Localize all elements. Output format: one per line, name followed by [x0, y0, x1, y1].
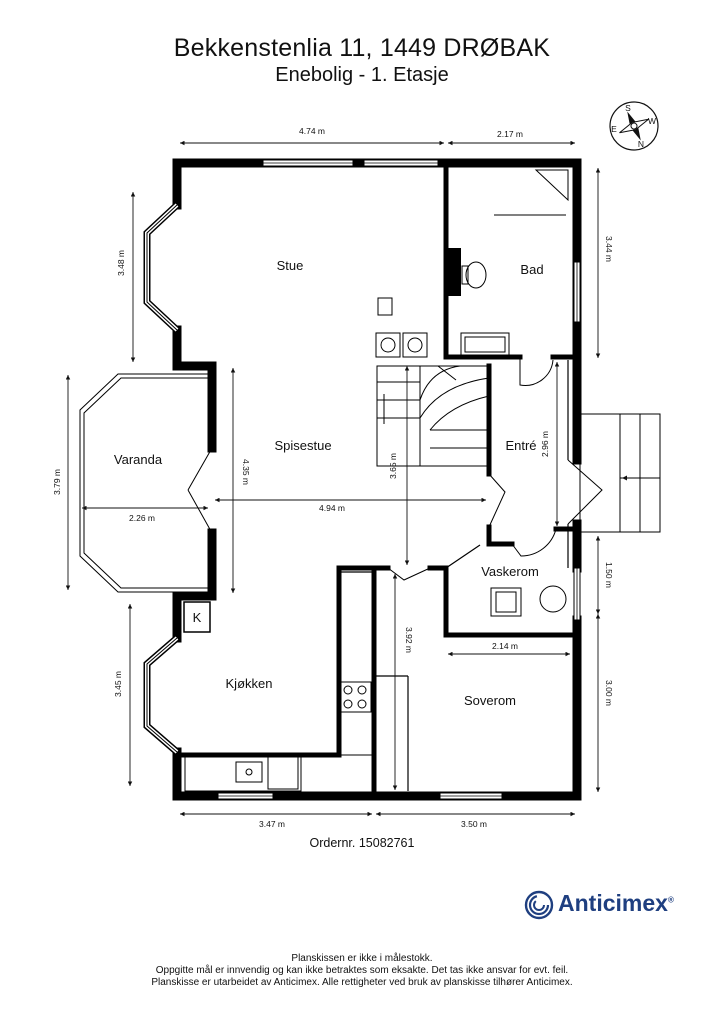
dim-spisestue-height: 4.35 m — [241, 459, 251, 485]
footer-disclaimer: Planskissen er ikke i målestokk. Oppgitt… — [0, 953, 724, 989]
footer-line-2: Oppgitte mål er innvendig og kan ikke be… — [155, 965, 569, 976]
compass-e: E — [611, 124, 617, 134]
room-label-kjokken: Kjøkken — [226, 676, 273, 691]
chimney — [446, 248, 461, 296]
stue-bay-window — [143, 202, 180, 333]
room-label-bad: Bad — [520, 262, 543, 277]
brand-logo: Anticimex® — [524, 890, 694, 920]
room-label-entre: Entré — [505, 438, 536, 453]
compass-n: N — [638, 139, 644, 149]
entry-steps — [579, 413, 661, 533]
dim-stue-height: 3.48 m — [116, 250, 126, 276]
dim-top-left: 4.74 m — [299, 126, 325, 136]
brand-name: Anticimex® — [558, 890, 674, 916]
varanda-outline — [79, 373, 212, 593]
room-label-spisestue: Spisestue — [274, 438, 331, 453]
footer-line-3: Planskisse er utarbeidet av Anticimex. A… — [151, 977, 573, 988]
dim-bottom-left: 3.47 m — [259, 819, 285, 829]
dim-soverom-left-height: 3.92 m — [404, 627, 414, 653]
dim-varanda-height: 3.79 m — [52, 469, 62, 495]
anticimex-logo-icon — [524, 890, 554, 920]
exterior-walls — [172, 158, 582, 801]
room-label-vaskerom: Vaskerom — [481, 564, 539, 579]
dim-spisestue-width: 4.94 m — [319, 503, 345, 513]
fixtures — [183, 169, 569, 792]
dim-top-right: 2.17 m — [497, 129, 523, 139]
dim-bad-height: 3.44 m — [604, 236, 614, 262]
windows — [217, 159, 581, 800]
compass-s: S — [625, 103, 631, 113]
dim-bottom-right: 3.50 m — [461, 819, 487, 829]
room-label-soverom: Soverom — [464, 693, 516, 708]
dim-vaskerom-height: 1.50 m — [604, 562, 614, 588]
compass-w: W — [648, 116, 656, 126]
staircase — [376, 365, 490, 467]
k-box-label: K — [193, 610, 202, 625]
dimension-lines — [65, 140, 601, 817]
dim-vaskerom-width: 2.14 m — [492, 641, 518, 651]
dim-entre-height: 2.96 m — [540, 431, 550, 457]
room-label-stue: Stue — [277, 258, 304, 273]
plan-subtitle: Enebolig - 1. Etasje — [275, 64, 449, 86]
dim-soverom-height: 3.00 m — [604, 680, 614, 706]
dim-stair-height: 3.65 m — [388, 453, 398, 479]
compass-icon: S W E N — [609, 101, 659, 151]
kjokken-bay-window — [143, 635, 180, 755]
dim-kjokken-height: 3.45 m — [113, 671, 123, 697]
dim-varanda-width: 2.26 m — [129, 513, 155, 523]
plan-title: Bekkenstenlia 11, 1449 DRØBAK — [173, 34, 551, 62]
order-number: Ordernr. 15082761 — [309, 836, 415, 850]
room-label-varanda: Varanda — [114, 452, 163, 467]
doors — [187, 357, 603, 581]
footer-line-1: Planskissen er ikke i målestokk. — [291, 953, 433, 964]
